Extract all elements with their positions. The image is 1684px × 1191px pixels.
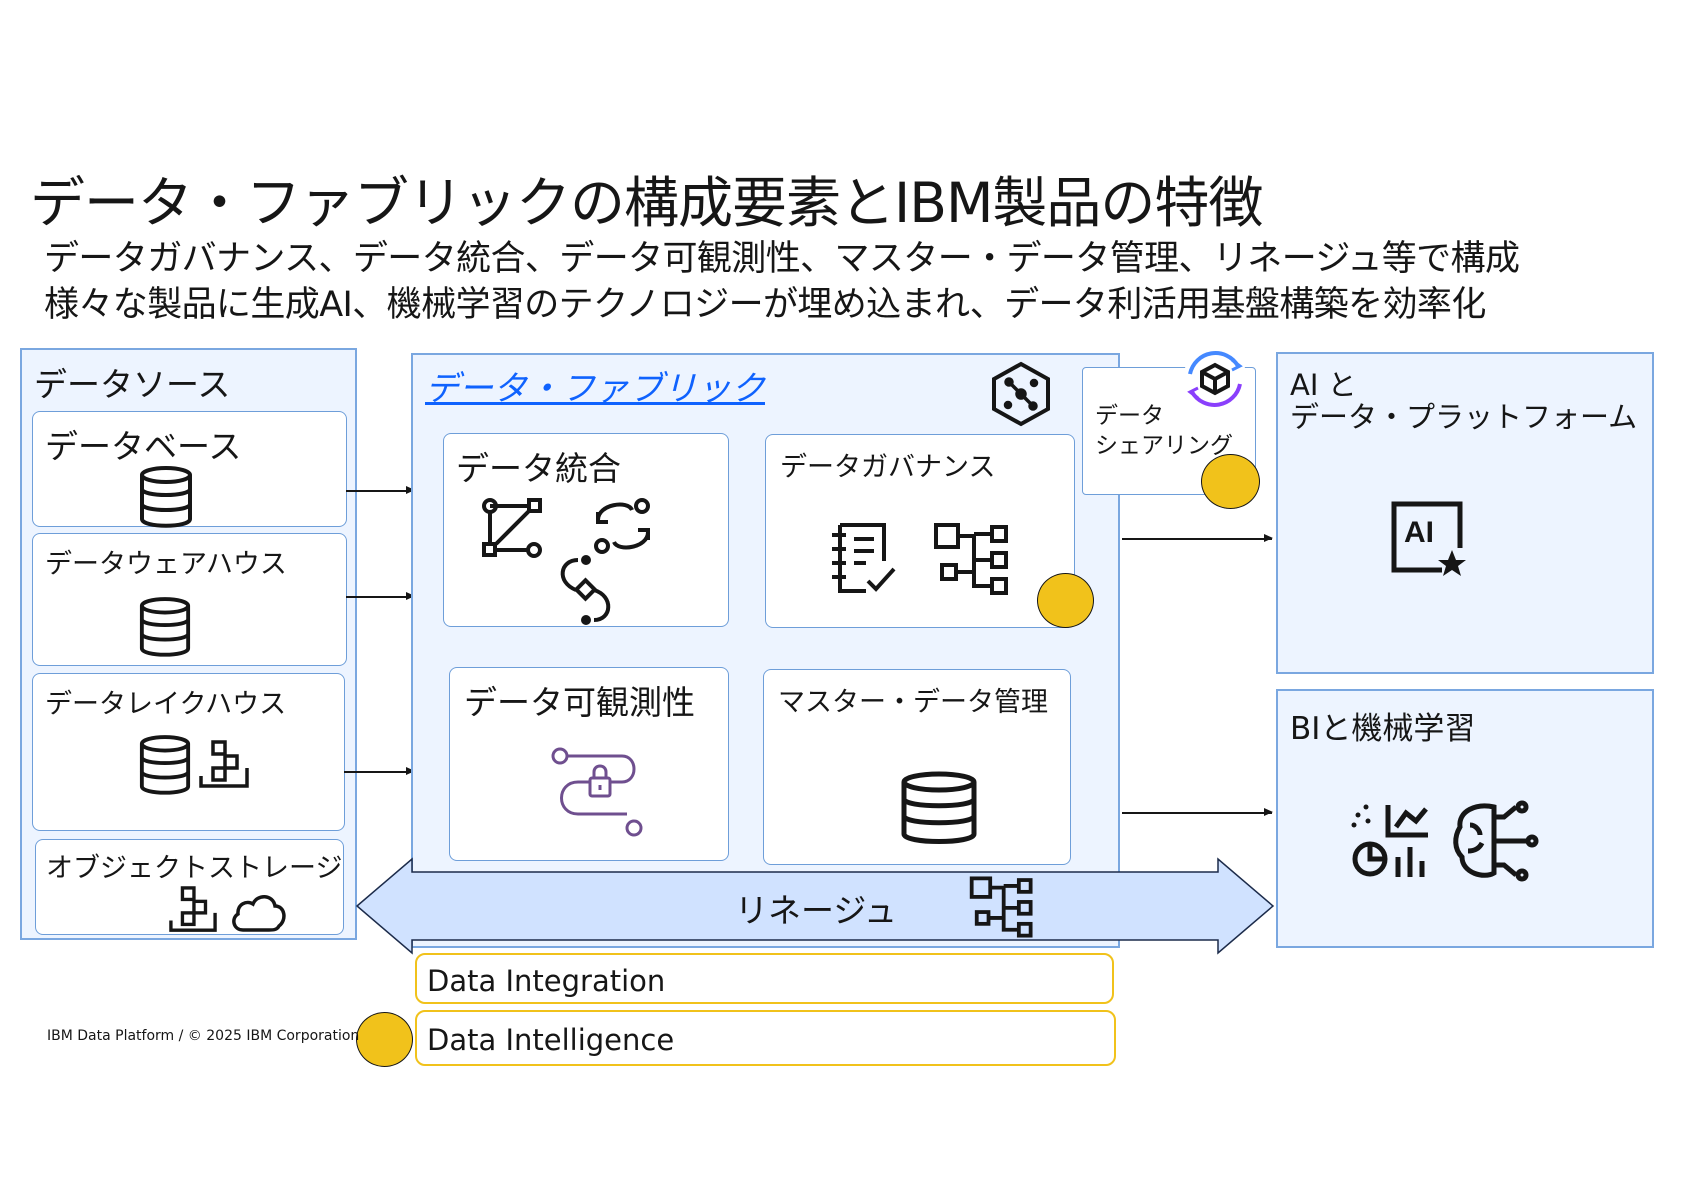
source-data-lakehouse[interactable]: データレイクハウス [32, 673, 345, 831]
database-icon [139, 597, 191, 657]
footer-copyright: IBM Data Platform / © 2025 IBM Corporati… [47, 1028, 360, 1044]
database-icon [139, 735, 191, 795]
data-sharing-label-line2: シェアリング [1095, 433, 1233, 459]
legend-data-intelligence: Data Intelligence [415, 1010, 1116, 1066]
legend-data-intelligence-label: Data Intelligence [427, 1023, 675, 1057]
analytics-chart-icon [1351, 804, 1428, 877]
tree-structure-icon [934, 523, 1008, 595]
blocks-icon [199, 740, 249, 788]
arrow-fabric-to-ai-platform [1122, 535, 1273, 541]
cube-sync-icon [1183, 347, 1247, 411]
data-sources-heading: データソース [34, 365, 231, 404]
blocks-icon [169, 886, 217, 932]
target-bi-ml-label: BIと機械学習 [1290, 711, 1476, 747]
component-data-integration[interactable]: データ統合 [443, 433, 729, 627]
data-flow-icon [560, 555, 611, 625]
source-object-storage[interactable]: オブジェクトストレージ [35, 839, 344, 935]
arrow-database-to-fabric [346, 487, 415, 493]
component-data-integration-label: データ統合 [456, 449, 621, 488]
fabric-network-icon [992, 361, 1050, 427]
page-title: データ・ファブリックの構成要素とIBM製品の特徴 [30, 171, 1263, 235]
ml-brain-icon [1453, 800, 1539, 882]
source-data-warehouse-label: データウェアハウス [45, 549, 287, 580]
source-object-storage-label: オブジェクトストレージ [46, 853, 343, 884]
component-master-data-management[interactable]: マスター・データ管理 [763, 669, 1071, 865]
database-icon [140, 466, 192, 528]
svg-text:AI: AI [1404, 516, 1434, 549]
legend-data-integration-label: Data Integration [427, 964, 666, 998]
subtitle-line-2: 様々な製品に生成AI、機械学習のテクノロジーが埋め込まれ、データ利活用基盤構築を… [44, 285, 1486, 325]
lineage-label: リネージュ [735, 891, 898, 930]
database-icon [901, 771, 977, 844]
catalog-checklist-icon [832, 523, 896, 593]
arrow-lakehouse-to-fabric [344, 768, 415, 774]
source-database[interactable]: データベース [32, 411, 347, 528]
data-connect-icon [482, 498, 542, 558]
component-data-governance[interactable]: データガバナンス [765, 434, 1075, 628]
governance-intelligence-marker [1037, 573, 1094, 628]
legend-data-integration: Data Integration [415, 953, 1114, 1004]
lock-path-icon [551, 747, 643, 837]
legend-intelligence-marker [356, 1012, 413, 1067]
source-data-warehouse[interactable]: データウェアハウス [32, 533, 347, 666]
target-ai-label-line2: データ・プラットフォーム [1290, 400, 1638, 434]
tree-structure-icon [969, 876, 1033, 938]
data-exchange-icon [594, 498, 650, 554]
component-data-governance-label: データガバナンス [780, 452, 996, 483]
component-data-observability-label: データ可観測性 [464, 683, 695, 722]
ai-star-icon: AI [1391, 501, 1466, 576]
source-data-lakehouse-label: データレイクハウス [45, 689, 287, 720]
data-sharing-label-line1: データ [1095, 403, 1164, 429]
arrow-warehouse-to-fabric [346, 593, 415, 599]
sharing-intelligence-marker [1201, 454, 1260, 509]
lineage-band [355, 857, 1275, 955]
component-data-observability[interactable]: データ可観測性 [449, 667, 729, 861]
target-ai-data-platform[interactable]: AI と データ・プラットフォーム AI [1276, 352, 1654, 674]
source-database-label: データベース [45, 427, 242, 466]
data-fabric-heading[interactable]: データ・ファブリック [425, 369, 765, 409]
cloud-icon [232, 895, 286, 932]
component-master-data-management-label: マスター・データ管理 [778, 687, 1048, 718]
target-ai-label-line1: AI と [1290, 368, 1357, 402]
target-bi-ml[interactable]: BIと機械学習 [1276, 689, 1654, 948]
subtitle-line-1: データガバナンス、データ統合、データ可観測性、マスター・データ管理、リネージュ等… [44, 239, 1520, 279]
arrow-fabric-to-bi-ml [1122, 809, 1273, 815]
